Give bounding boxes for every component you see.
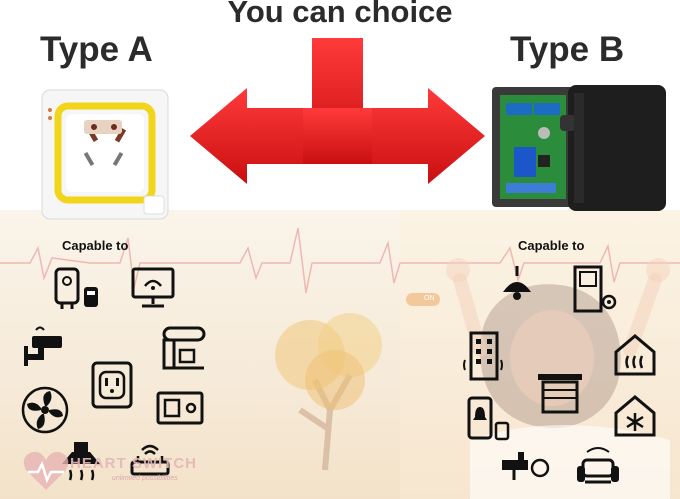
heartbeat-line xyxy=(0,227,680,294)
type-a-smart-socket xyxy=(41,89,169,220)
ceiling-lamp-icon xyxy=(503,266,531,300)
smart-building-icon xyxy=(463,331,503,381)
security-camera-icon xyxy=(24,326,62,366)
oven-icon xyxy=(156,391,204,425)
right-arrow xyxy=(370,88,485,184)
heating-icon xyxy=(614,334,656,376)
toggle-switch: ON xyxy=(406,293,440,306)
brand-watermark: HEART SWITCH xyxy=(70,455,197,472)
tree-illustration xyxy=(275,313,382,470)
smart-door-icon xyxy=(573,265,617,313)
choice-arrows xyxy=(190,38,485,184)
heart-logo-icon xyxy=(23,451,69,490)
tv-icon xyxy=(131,267,175,308)
smart-doorbell-icon xyxy=(467,396,510,441)
home-cooling-icon xyxy=(614,395,656,437)
router-icon xyxy=(130,444,170,476)
water-valve-icon xyxy=(502,452,550,480)
toggle-label: ON xyxy=(424,295,435,302)
type-a-title: Type A xyxy=(40,30,153,69)
type-a-capable-label: Capable to xyxy=(62,238,129,253)
armchair-icon xyxy=(577,447,619,484)
type-b-capable-label: Capable to xyxy=(518,238,585,253)
brand-tagline: unlimited possibilities xyxy=(112,475,178,482)
type-b-title: Type B xyxy=(510,30,625,69)
garage-door-icon xyxy=(538,374,582,414)
page-headline: You can choice xyxy=(227,0,453,29)
wall-outlet-icon xyxy=(91,361,133,409)
type-b-relay-module xyxy=(492,85,666,211)
water-heater-icon xyxy=(54,267,98,309)
fan-icon xyxy=(21,386,69,434)
coffee-maker-icon xyxy=(162,326,206,370)
left-arrow xyxy=(190,88,305,184)
range-hood-icon xyxy=(62,442,100,481)
